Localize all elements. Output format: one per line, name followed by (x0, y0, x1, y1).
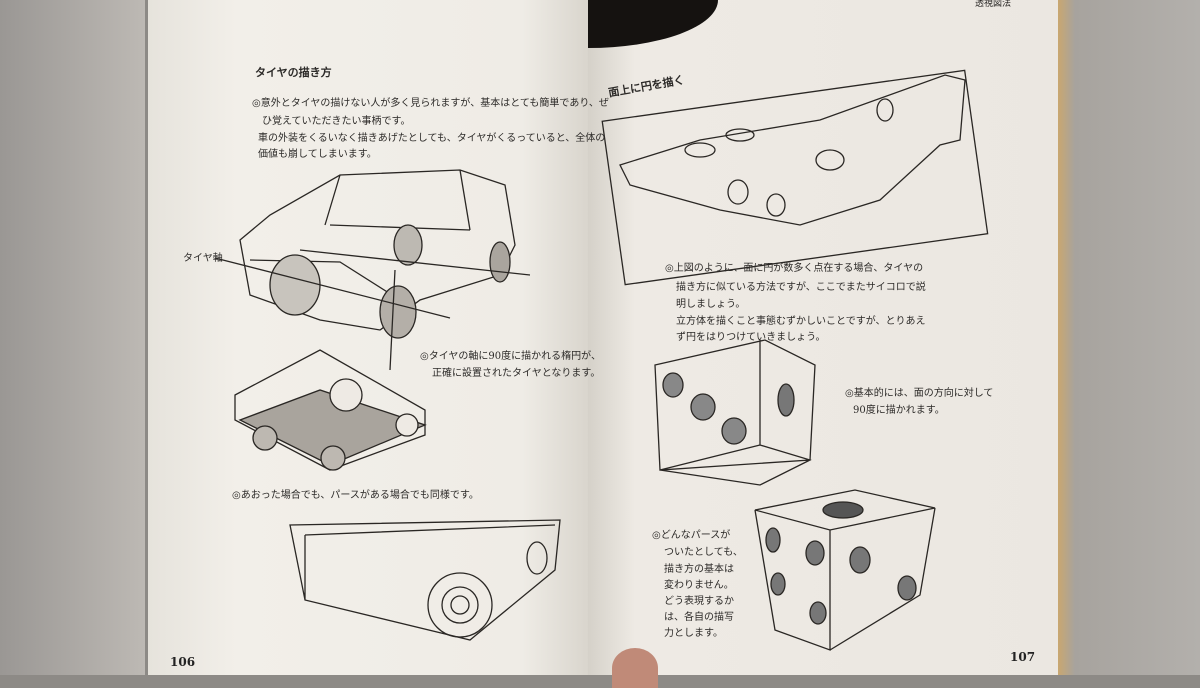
left-caption1-2: 正確に設置されたタイヤとなります。 (432, 368, 601, 379)
right-caption2-7: 力とします。 (664, 628, 723, 639)
tire-axis-label: タイヤ軸 (183, 253, 223, 264)
background-right (1058, 0, 1200, 675)
left-caption1-1: ◎タイヤの軸に90度に描かれる楕円が、 (420, 351, 601, 362)
left-heading: タイヤの描き方 (255, 66, 332, 79)
dice-open-drawing (654, 339, 816, 486)
right-caption1-1: ◎基本的には、面の方向に対して (845, 388, 994, 399)
right-intro-4: 立方体を描くこと事態むずかしいことですが、とりあえ (676, 316, 926, 327)
running-head: 透視図法 (975, 0, 1012, 9)
right-caption2-6: は、各自の描写 (664, 612, 734, 623)
right-intro-1: ◎上図のように、面に円が数多く点在する場合、タイヤの (665, 263, 924, 274)
right-caption2-4: 変わりません。 (664, 580, 734, 591)
left-page (148, 0, 588, 675)
left-intro-3: 車の外装をくるいなく描きあげたとしても、タイヤがくるっていると、全体の (258, 133, 606, 144)
left-caption2: ◎あおった場合でも、パースがある場合でも同様です。 (232, 490, 479, 501)
thumb (612, 648, 658, 688)
right-caption2-2: ついたとしても、 (664, 547, 743, 558)
page-number-left: 106 (170, 655, 196, 669)
car-drawing (214, 169, 531, 371)
right-caption2-5: どう表現するか (664, 596, 734, 607)
frame-drawing (601, 69, 989, 286)
box-wheel-drawing (289, 519, 561, 641)
page-number-right: 107 (1010, 650, 1036, 664)
right-intro-3: 明しましょう。 (676, 299, 746, 310)
background-left (0, 0, 145, 675)
left-intro-2: ひ覚えていただきたい事柄です。 (262, 116, 411, 127)
right-intro-2: 描き方に似ている方法ですが、ここでまたサイコロで説 (676, 282, 926, 293)
right-intro-5: ず円をはりつけていきましょう。 (676, 332, 826, 343)
left-intro-4: 価値も崩してしまいます。 (258, 149, 377, 160)
dice-closed-drawing (754, 489, 936, 651)
right-caption2-1: ◎どんなパースが (652, 530, 731, 541)
left-intro-1: ◎意外とタイヤの描けない人が多く見られますが、基本はとても簡単であり、ぜ (252, 98, 609, 109)
right-caption2-3: 描き方の基本は (664, 564, 734, 575)
right-caption1-2: 90度に描かれます。 (853, 405, 945, 416)
chassis-drawing (234, 349, 427, 471)
